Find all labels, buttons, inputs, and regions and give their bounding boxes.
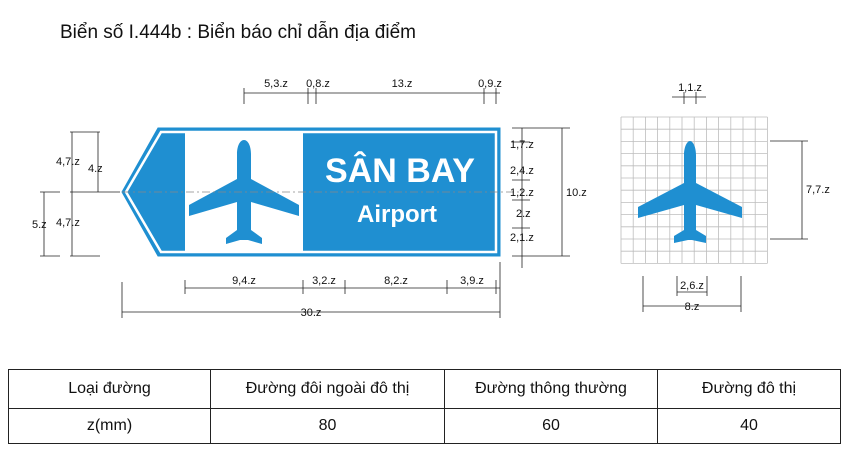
spec-table: Loại đường Đường đôi ngoài đô thị Đường … [8, 369, 841, 444]
airplane-icon [189, 140, 299, 244]
dim-bottom-total: 30.z [301, 307, 322, 319]
dim-right-3: 1,2.z [510, 187, 534, 199]
table-header-row: Loại đường Đường đôi ngoài đô thị Đường … [8, 369, 841, 409]
dim-left-3: 5.z [32, 219, 47, 231]
dim-top-2: 0,8.z [306, 78, 330, 90]
page-title: Biển số I.444b : Biển báo chỉ dẫn địa đi… [60, 22, 416, 43]
grid-panel [620, 116, 768, 264]
direction-sign: SÂN BAY Airport [121, 127, 520, 257]
dim-bottom-3: 8,2.z [384, 275, 408, 287]
right-dimensions [512, 127, 570, 268]
grid-dim-total: 8.z [685, 301, 700, 313]
dim-bottom-2: 3,2.z [312, 275, 336, 287]
table-row: z(mm) 80 60 40 [8, 408, 841, 444]
table-header-cell: Đường đôi ngoài đô thị [210, 369, 445, 409]
dim-right-2: 2,4.z [510, 165, 534, 177]
table-header-cell: Loại đường [8, 369, 211, 409]
dim-left-1: 4,7.z [56, 156, 80, 168]
dim-right-5: 2,1.z [510, 232, 534, 244]
grid-dimensions [642, 92, 808, 312]
bottom-dimensions [121, 262, 501, 318]
left-dimensions [40, 131, 120, 257]
table-cell: z(mm) [8, 408, 211, 444]
sign-text-sub: Airport [357, 201, 437, 228]
dim-top-4: 0,9.z [478, 78, 502, 90]
dim-left-4: 4,7.z [56, 217, 80, 229]
sign-text-main: SÂN BAY [325, 152, 475, 190]
dim-left-2: 4.z [88, 163, 103, 175]
table-cell: 40 [657, 408, 841, 444]
table-header-cell: Đường thông thường [444, 369, 658, 409]
grid-dim-top: 1,1.z [678, 82, 702, 94]
dim-bottom-1: 9,4.z [232, 275, 256, 287]
grid-dim-right: 7,7.z [806, 184, 830, 196]
sign-drawing: SÂN BAY Airport 5,3.z 0,8.z 13.z 0,9.z 1… [32, 78, 830, 319]
top-dimensions [243, 88, 500, 104]
airplane-icon [638, 141, 742, 243]
dim-top-1: 5,3.z [264, 78, 288, 90]
dim-bottom-4: 3,9.z [460, 275, 484, 287]
grid-dim-bottom: 2,6.z [680, 280, 704, 292]
table-cell: 80 [210, 408, 445, 444]
dim-right-4: 2.z [516, 208, 531, 220]
dim-right-1: 1,7.z [510, 139, 534, 151]
table-header-cell: Đường đô thị [657, 369, 841, 409]
dim-top-3: 13.z [392, 78, 413, 90]
dim-right-total: 10.z [566, 187, 587, 199]
table-cell: 60 [444, 408, 658, 444]
